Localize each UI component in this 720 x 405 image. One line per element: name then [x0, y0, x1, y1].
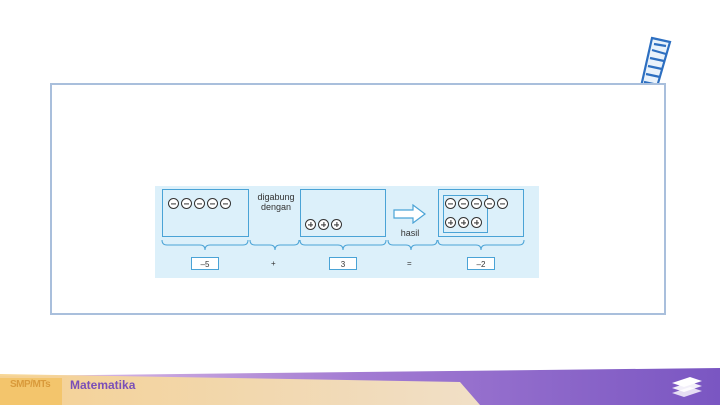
negative-token-icon [207, 198, 218, 209]
positive-token-icon [471, 217, 482, 228]
positive-token-icon [331, 219, 342, 230]
negative-token-icon [484, 198, 495, 209]
positive-tokens-box [300, 189, 386, 237]
combine-label: digabung dengan [257, 192, 295, 212]
negative-token-icon [445, 198, 456, 209]
negative-token-icon [168, 198, 179, 209]
footer-decoration [0, 368, 720, 405]
positive-token-icon [305, 219, 316, 230]
integer-addition-figure: digabung dengan hasil [155, 186, 539, 278]
negative-tokens-box [162, 189, 249, 237]
first-addend-value: –5 [191, 257, 219, 270]
equals-operator: = [407, 259, 412, 268]
positive-token-icon [458, 217, 469, 228]
grouping-braces [161, 239, 525, 251]
positive-token-icon [318, 219, 329, 230]
negative-token-icon [471, 198, 482, 209]
sum-result-value: –2 [467, 257, 495, 270]
negative-token-icon [181, 198, 192, 209]
negative-token-icon [497, 198, 508, 209]
plus-operator: + [271, 259, 276, 268]
subject-title: Matematika [70, 378, 136, 392]
negative-token-icon [458, 198, 469, 209]
result-label: hasil [400, 228, 420, 238]
negative-token-icon [194, 198, 205, 209]
result-arrow-icon [393, 204, 426, 224]
book-logo-icon [672, 377, 702, 397]
result-tokens-box [438, 189, 524, 237]
school-level-label: SMP/MTs [10, 379, 51, 390]
second-addend-value: 3 [329, 257, 357, 270]
negative-token-icon [220, 198, 231, 209]
positive-token-icon [445, 217, 456, 228]
